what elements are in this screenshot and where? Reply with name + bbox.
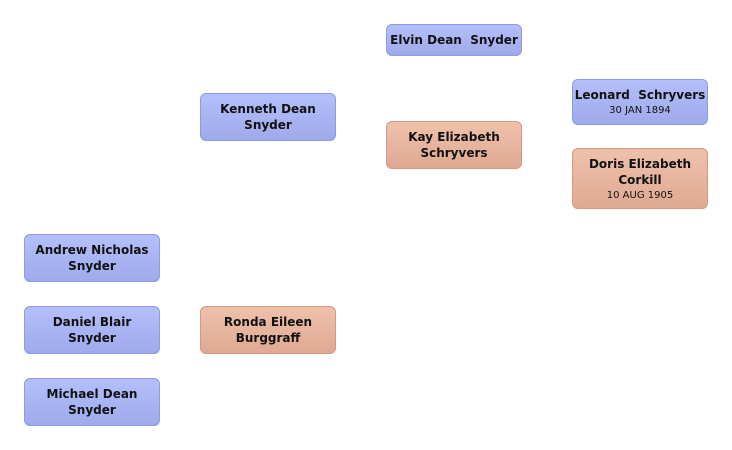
- person-elvin-dean-snyder[interactable]: Elvin Dean Snyder: [386, 24, 522, 56]
- person-name: Andrew Nicholas Snyder: [35, 243, 149, 273]
- person-name: Daniel Blair Snyder: [52, 315, 132, 345]
- person-michael-dean-snyder[interactable]: Michael Dean Snyder: [24, 378, 160, 426]
- person-birth-date: 30 JAN 1894: [609, 105, 671, 116]
- person-name: Kenneth Dean Snyder: [220, 102, 316, 132]
- person-kay-elizabeth-schryvers[interactable]: Kay Elizabeth Schryvers: [386, 121, 522, 169]
- person-doris-elizabeth-corkill[interactable]: Doris Elizabeth Corkill 10 AUG 1905: [572, 148, 708, 209]
- person-ronda-eileen-burggraff[interactable]: Ronda Eileen Burggraff: [200, 306, 336, 354]
- person-name: Michael Dean Snyder: [46, 387, 138, 417]
- person-name: Elvin Dean Snyder: [390, 33, 518, 47]
- person-name: Ronda Eileen Burggraff: [223, 315, 313, 345]
- person-name: Leonard Schryvers: [574, 88, 706, 102]
- person-leonard-schryvers[interactable]: Leonard Schryvers 30 JAN 1894: [572, 79, 708, 125]
- person-name: Kay Elizabeth Schryvers: [408, 130, 500, 160]
- person-daniel-blair-snyder[interactable]: Daniel Blair Snyder: [24, 306, 160, 354]
- person-andrew-nicholas-snyder[interactable]: Andrew Nicholas Snyder: [24, 234, 160, 282]
- person-name: Doris Elizabeth Corkill: [588, 156, 692, 187]
- person-birth-date: 10 AUG 1905: [606, 189, 674, 201]
- person-kenneth-dean-snyder[interactable]: Kenneth Dean Snyder: [200, 93, 336, 141]
